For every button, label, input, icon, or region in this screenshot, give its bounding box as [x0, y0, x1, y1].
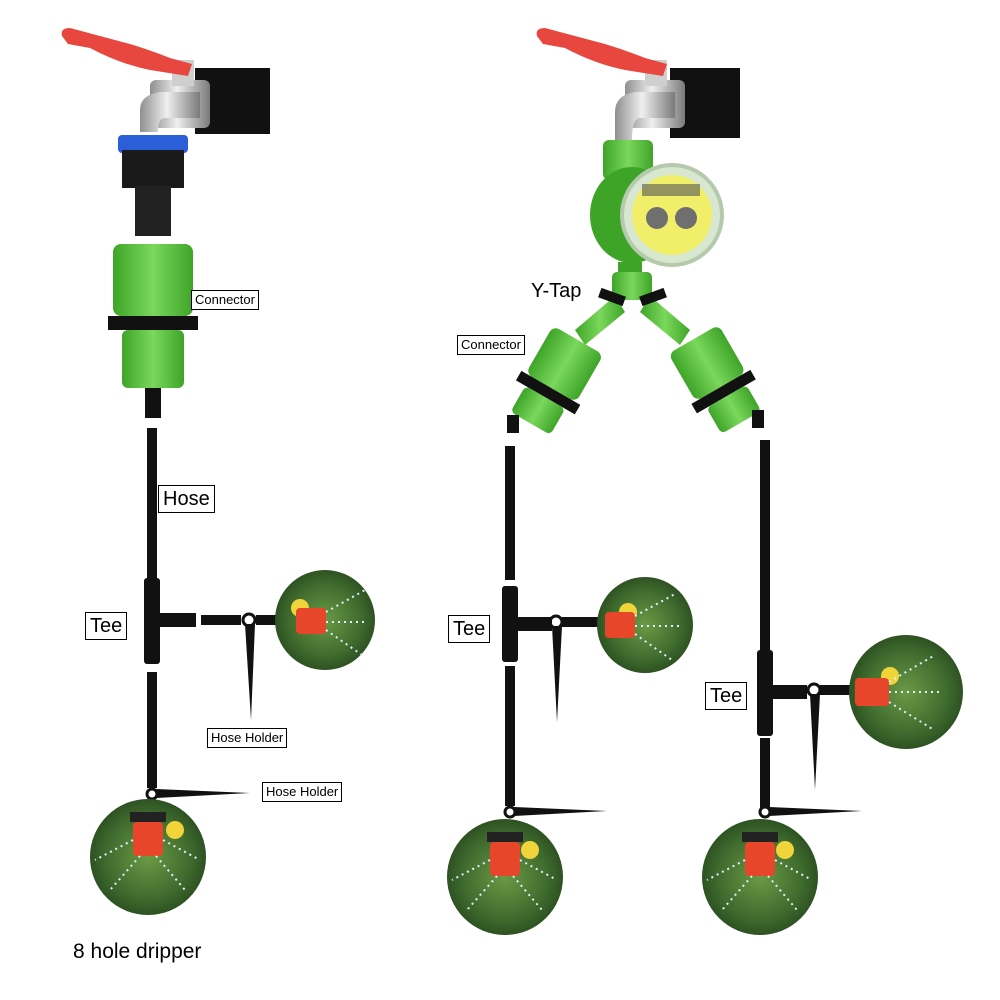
tee-right-fitting	[757, 650, 807, 736]
hose-left	[147, 428, 157, 788]
tee-label-left: Tee	[85, 612, 128, 640]
connector-left-fitting	[108, 244, 198, 418]
y-tap-fitting	[575, 272, 690, 345]
hose-holder-label-2: Hose Holder	[262, 782, 343, 802]
connector-label-right: Connector	[457, 335, 525, 355]
valve-handle-left	[61, 28, 192, 76]
valve-handle-right	[536, 28, 667, 76]
water-timer	[590, 140, 724, 274]
dripper-photo-left-side	[275, 570, 375, 670]
hose-holder-mid-b	[503, 805, 607, 819]
hose-label: Hose	[158, 485, 215, 513]
faucet-right	[536, 28, 740, 140]
tee-mid-fitting	[502, 586, 552, 662]
connector-right-fittings	[507, 327, 764, 433]
caption: 8 hole dripper	[73, 940, 202, 964]
hose-right	[760, 440, 770, 808]
hose-middle	[505, 446, 515, 806]
adapter-left	[118, 135, 188, 236]
y-tap-label: Y-Tap	[531, 280, 582, 303]
dripper-photo-right-bottom	[702, 819, 818, 935]
tee-left-fitting	[144, 578, 241, 664]
faucet-left	[61, 28, 270, 134]
tee-label-middle: Tee	[448, 615, 491, 643]
hose-holder-left-a	[241, 612, 284, 720]
hose-holder-left-b	[145, 787, 250, 801]
dripper-photo-right-side	[849, 635, 963, 749]
dripper-photo-mid-bottom	[447, 819, 563, 935]
hose-holder-right-a	[806, 682, 856, 790]
hose-holder-mid-a	[548, 614, 600, 722]
hose-holder-label-1: Hose Holder	[207, 728, 288, 748]
dripper-photo-mid-side	[597, 577, 693, 673]
dripper-photo-left-bottom	[90, 799, 206, 915]
hose-holder-right-b	[758, 805, 862, 819]
tee-label-right: Tee	[705, 682, 748, 710]
connector-label-left: Connector	[191, 290, 259, 310]
